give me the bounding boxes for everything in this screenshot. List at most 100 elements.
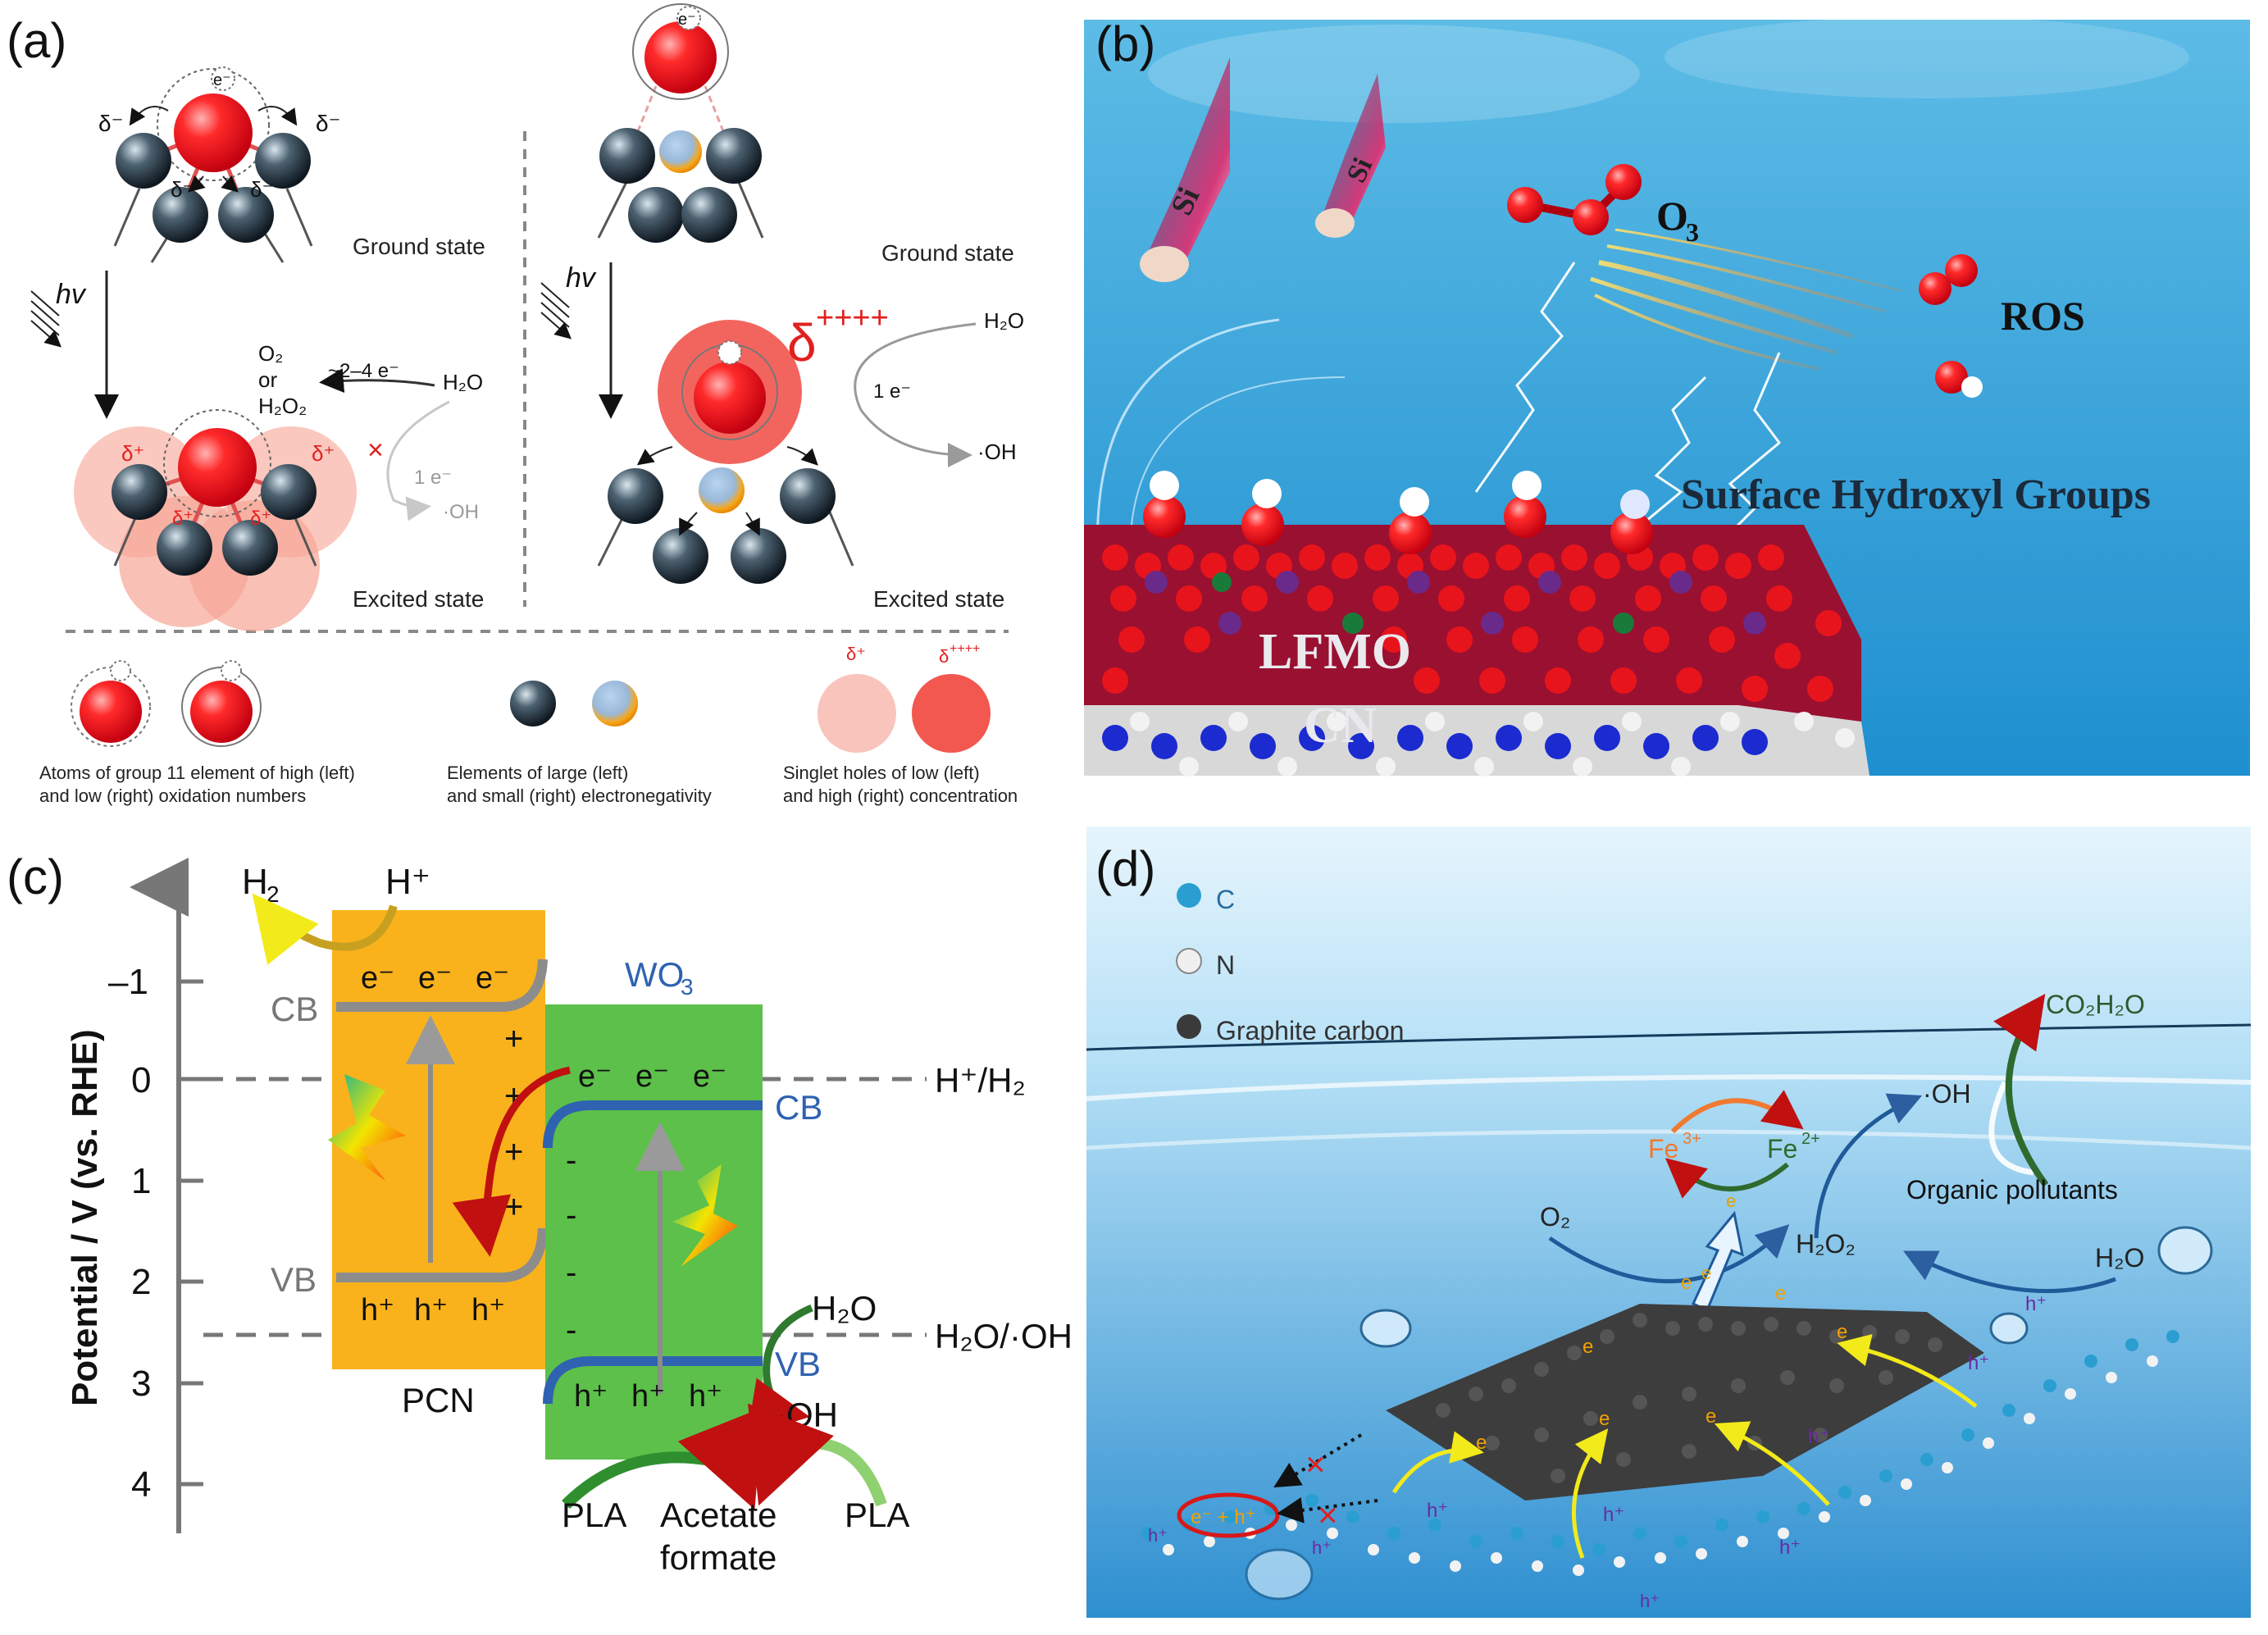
fe2-superscript: 2+	[1801, 1130, 1820, 1148]
electron-label-1: e	[1476, 1432, 1487, 1454]
pcn-electron-2: e⁻	[418, 961, 452, 995]
electron-arrow-2	[1571, 1428, 1609, 1559]
h2o-label: H₂O	[812, 1289, 877, 1328]
interface-plus-1: +	[504, 1021, 523, 1057]
hole-label-5: h⁺	[1968, 1352, 1989, 1374]
wo3-label: WO	[625, 955, 684, 994]
wo3-cb-band	[543, 1100, 763, 1149]
pcn-electron-1: e⁻	[361, 961, 394, 995]
multi-electron-label: ~2–4 e⁻	[328, 360, 399, 382]
pla-left-arrow	[562, 1407, 763, 1510]
fe-cycle-top-arrow	[1670, 1090, 1804, 1134]
wo3-vb-label: VB	[775, 1345, 821, 1383]
panel-c-label: (c)	[7, 849, 64, 904]
pla-right-arrow	[748, 1403, 887, 1507]
panel-a-label: (a)	[7, 13, 66, 68]
pcn-hole-3: h⁺	[471, 1293, 505, 1328]
multi-electron-arrow	[319, 368, 435, 394]
legend1-line1: Atoms of group 11 element of high (left)	[39, 763, 355, 783]
legend-c-dot	[1177, 883, 1201, 908]
graphite-sheet	[1386, 1304, 1984, 1501]
lfmo-slab	[1084, 471, 1870, 777]
delta-plus-label-2: δ⁺	[312, 441, 335, 466]
si-meteor-2	[1315, 74, 1386, 238]
hydrogen-evolution-arrow	[252, 893, 398, 965]
delta-plus-label-3: δ⁺	[172, 508, 194, 530]
electron-label-6: e	[1583, 1336, 1593, 1358]
panel-b: (b) Si Si O 3	[1084, 16, 2250, 777]
tick-label-4: 4	[131, 1464, 151, 1505]
interface-plus-3: +	[504, 1134, 523, 1170]
legend-oxidation-atoms	[71, 660, 262, 747]
legend-n-label: N	[1216, 950, 1235, 980]
left-blocked-mark: ×	[367, 435, 384, 466]
legend-n-dot	[1176, 948, 1202, 974]
panel-c: (c) –1 0 1 2 3 4 Potential / V (vs. RHE)…	[7, 849, 1073, 1577]
interface-minus-2: -	[566, 1197, 576, 1233]
hole-label-9: h⁺	[1640, 1591, 1660, 1611]
o2-label-line1: O₂	[258, 341, 283, 366]
ref-label-oh: H₂O/·OH	[935, 1317, 1073, 1355]
legend-delta-low: δ⁺	[846, 644, 866, 664]
panel-b-label: (b)	[1095, 16, 1155, 71]
legend-delta-high-superscript: ++++	[950, 642, 980, 656]
left-excited-cluster: δ⁺ δ⁺ δ⁺ δ⁺	[74, 409, 357, 631]
delta-minus-label-4: δ⁻	[250, 177, 273, 202]
ros-molecules	[1919, 254, 1983, 398]
electron-arrow-4	[1837, 1333, 1978, 1408]
ros-flare	[1590, 228, 1903, 371]
wo3-hole-2: h⁺	[631, 1379, 665, 1414]
wo3-light-icon	[672, 1164, 738, 1267]
blocked-mark-1: ×	[1305, 1445, 1326, 1483]
oh-to-pollutant-arrow	[1988, 1081, 2034, 1176]
delta-minus-label-1: δ⁻	[98, 111, 123, 136]
organic-pollutants-label: Organic pollutants	[1906, 1175, 2118, 1205]
recombination-pair-label: e⁻ + h⁺	[1191, 1506, 1255, 1528]
ozone-subscript: 3	[1686, 217, 1699, 247]
ozone-label: O	[1656, 193, 1688, 239]
delta-minus-label-2: δ⁻	[316, 111, 340, 136]
legend3-line1: Singlet holes of low (left)	[783, 763, 980, 783]
electron-label-3: e	[1706, 1405, 1716, 1428]
tick-label-minus1: –1	[108, 962, 148, 1002]
hole-label-8: h⁺	[1312, 1537, 1332, 1558]
transfer-electron-label-1: e	[1701, 1263, 1711, 1283]
wo3-subscript: 3	[681, 974, 694, 1000]
panel-d: (d) C N Graphite carbon Fe 3+ Fe 2+ ·OH …	[1086, 827, 2252, 1618]
axis-ticks	[179, 979, 203, 1487]
cn-label: CN	[1304, 698, 1378, 754]
hole-label-3: h⁺	[1779, 1537, 1801, 1559]
blocked-mark-2: ×	[1318, 1496, 1338, 1534]
wo3-electron-1: e⁻	[578, 1059, 612, 1094]
electron-label-2: e	[1599, 1408, 1610, 1430]
pcn-electron-3: e⁻	[476, 961, 509, 995]
left-oh-label: ·OH	[443, 501, 479, 523]
hole-label-6: h⁺	[2025, 1293, 2047, 1315]
delta-large-superscript: ++++	[816, 301, 889, 335]
panel-d-label: (d)	[1095, 841, 1155, 896]
legend1-line2: and low (right) oxidation numbers	[39, 786, 306, 806]
h2o-to-hole-arrow	[1903, 1250, 2116, 1294]
interface-minus-1: -	[566, 1142, 576, 1178]
o2-label-line2: or	[258, 367, 277, 392]
legend2-line2: and small (right) electronegativity	[447, 786, 712, 806]
tick-label-2: 2	[131, 1262, 151, 1302]
pla-right-label: PLA	[845, 1496, 909, 1534]
electron-label-4: e	[1837, 1321, 1847, 1343]
tick-label-1: 1	[131, 1161, 151, 1201]
ref-label-h: H⁺/H₂	[935, 1061, 1026, 1100]
wo3-vb-band	[543, 1356, 763, 1405]
hole-label-7: h⁺	[1148, 1525, 1168, 1546]
right-hv-label: hv	[566, 262, 597, 294]
legend-c-label: C	[1216, 885, 1235, 914]
tick-label-3: 3	[131, 1364, 151, 1404]
h2o2-to-oh-arrow	[1814, 1093, 1923, 1239]
oh-radical-label: ·OH	[1923, 1079, 1971, 1109]
legend-graphite-label: Graphite carbon	[1216, 1016, 1404, 1045]
right-ground-state-label: Ground state	[881, 240, 1014, 266]
oh-label: ·OH	[775, 1396, 838, 1434]
left-ground-state-label: Ground state	[353, 234, 485, 259]
hole-label-4: h⁺	[1808, 1426, 1829, 1448]
right-ground-electron-label: e⁻	[678, 11, 696, 29]
carbon-nitride-sheet	[1141, 1330, 2179, 1576]
